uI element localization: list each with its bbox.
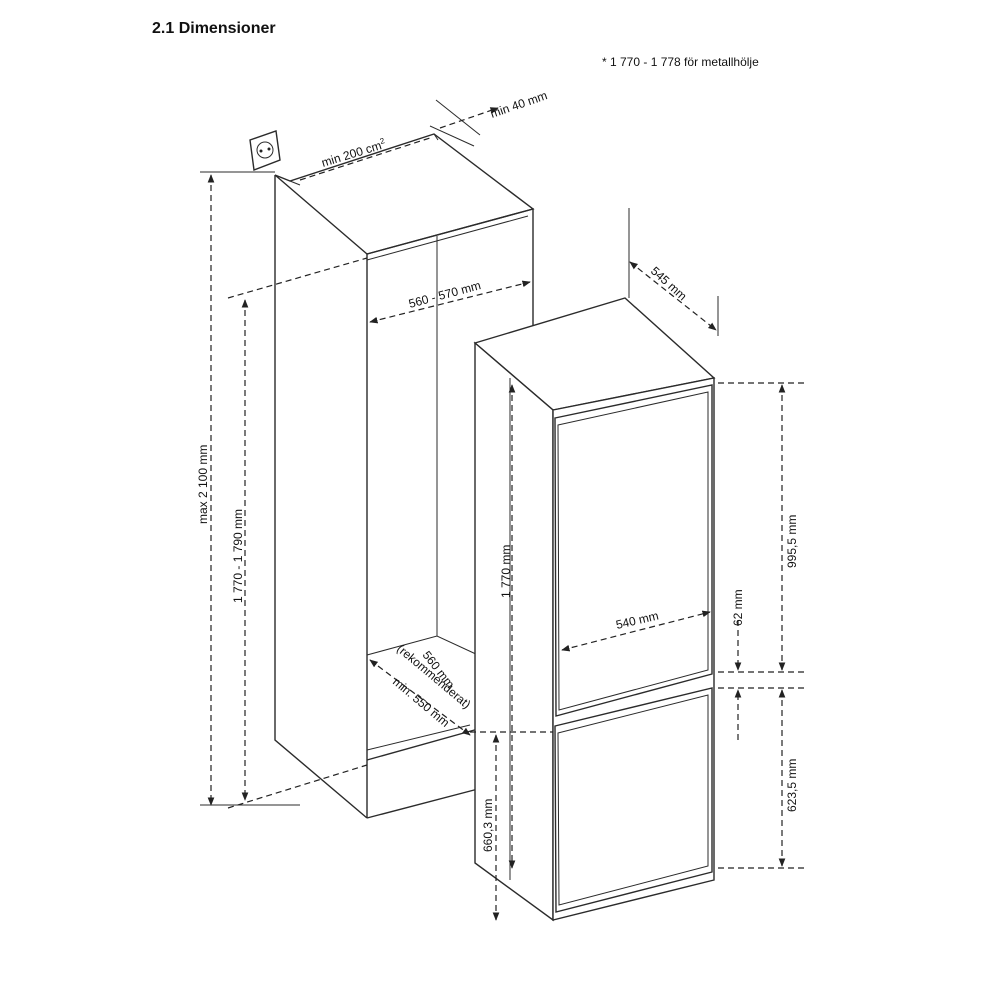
label-appliance-height: 1 770 mm <box>499 545 513 598</box>
label-depth: 545 mm <box>648 264 690 303</box>
label-upper-door: 995,5 mm <box>785 515 799 568</box>
label-lower-height: 660,3 mm <box>481 799 495 852</box>
label-max-height: max 2 100 mm <box>196 445 210 524</box>
label-gap: 62 mm <box>731 589 745 626</box>
label-min-40: min 40 mm <box>488 88 549 121</box>
label-lower-door: 623,5 mm <box>785 759 799 812</box>
appliance-body <box>473 297 716 922</box>
page-title: 2.1 Dimensioner <box>152 20 276 37</box>
dimension-lines <box>200 99 805 921</box>
label-niche-height: 1 770 - 1 790 mm <box>231 509 245 603</box>
power-socket-icon <box>249 130 281 171</box>
label-vent-area: min 200 cm2 <box>319 136 387 170</box>
footnote: * 1 770 - 1 778 för metallhölje <box>602 55 759 69</box>
label-niche-width: 560 - 570 mm <box>407 278 482 311</box>
cabinet-housing <box>274 133 535 819</box>
